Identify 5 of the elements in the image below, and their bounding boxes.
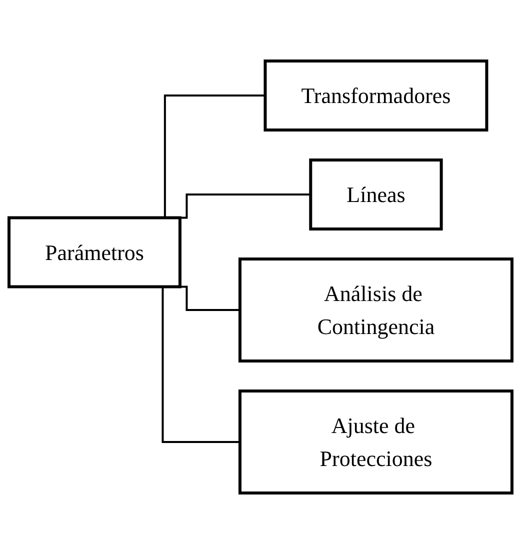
node-box: Transformadores — [263, 60, 488, 132]
node-box: Parámetros — [7, 216, 181, 288]
node-box: Líneas — [308, 158, 442, 230]
node-box: Análisis de Contingencia — [238, 258, 513, 362]
node-box: Ajuste de Protecciones — [238, 390, 513, 494]
